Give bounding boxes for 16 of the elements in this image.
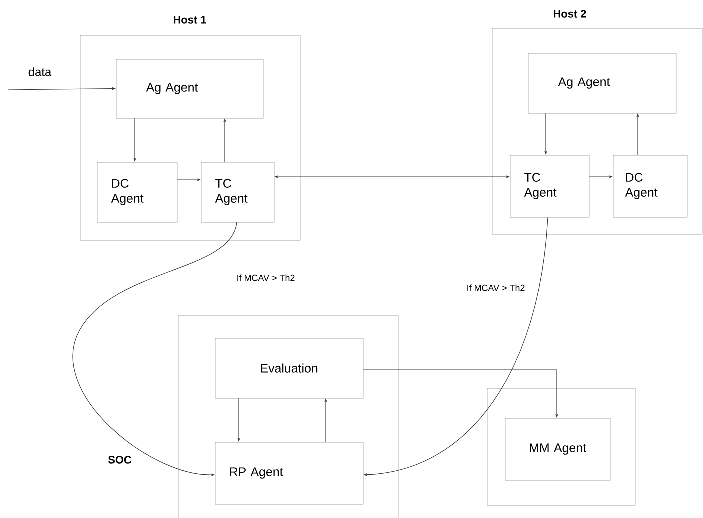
edge-label: data — [27, 66, 53, 78]
edge-label: If MCAV > Th2 — [466, 284, 526, 292]
node-label: Host 1 — [174, 16, 206, 24]
agent-box: Evaluation — [215, 338, 364, 399]
outer-box — [487, 388, 636, 506]
agent-box: MM Agent — [505, 418, 611, 481]
agent-box: Ag Agent — [528, 53, 677, 114]
agent-box: TC Agent — [510, 155, 590, 218]
agent-box: RP Agent — [215, 442, 364, 505]
agent-box: TC Agent — [201, 162, 275, 223]
agent-box: Ag Agent — [116, 59, 264, 119]
node-label: Host 2 — [554, 10, 586, 18]
node-label: SOC — [108, 456, 132, 464]
agent-box: DC Agent — [97, 162, 178, 223]
edge-label: If MCAV > Th2 — [236, 274, 296, 282]
agent-box: DC Agent — [613, 155, 688, 218]
